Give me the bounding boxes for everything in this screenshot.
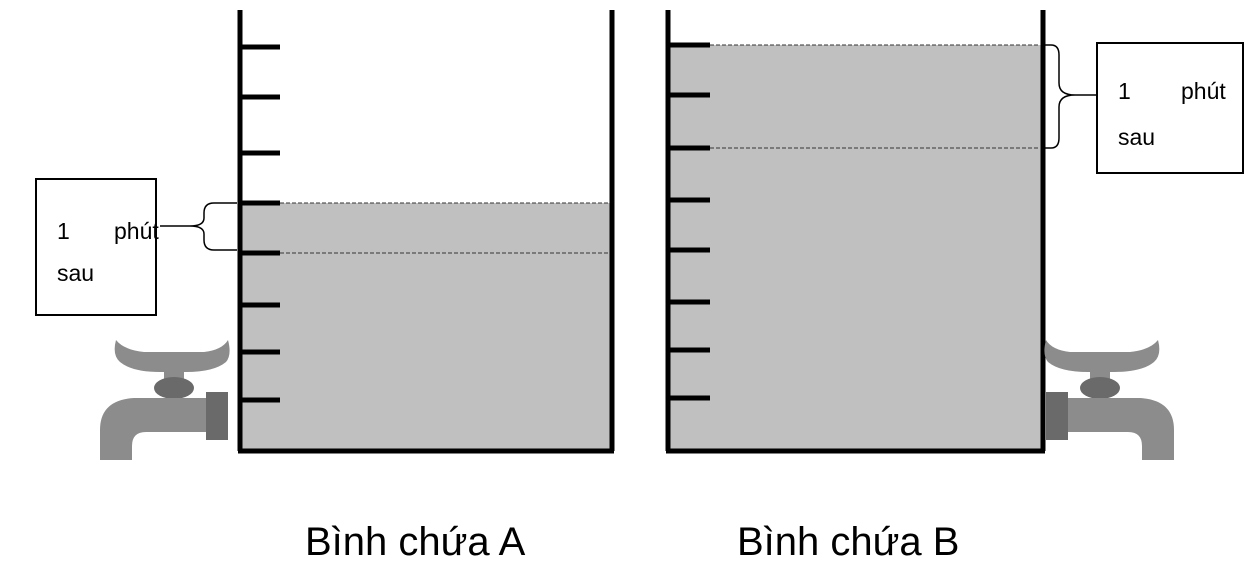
note-a-line2: sau xyxy=(57,260,95,286)
container-b xyxy=(665,10,1046,454)
tap-bonnet-b xyxy=(1080,377,1120,399)
brace-a xyxy=(160,202,237,251)
note-box-a: 1 phút sau xyxy=(35,178,159,316)
water-a xyxy=(240,203,612,451)
caption-container-a: Bình chứa A xyxy=(305,520,526,564)
tap-connector-a xyxy=(206,392,228,440)
tap-bonnet-a xyxy=(154,377,194,399)
tap-connector-b xyxy=(1046,392,1068,440)
note-b-word: phút xyxy=(1181,78,1226,104)
note-a-word: phút xyxy=(114,218,159,244)
tap-body-b xyxy=(1044,340,1174,460)
note-b-line2: sau xyxy=(1118,124,1156,150)
brace-path-b xyxy=(1043,44,1096,149)
water-b xyxy=(668,45,1043,451)
note-box-b: 1 phút sau xyxy=(1096,42,1244,174)
container-a xyxy=(237,10,615,454)
tap-spout-b xyxy=(1060,398,1174,460)
note-b-number: 1 xyxy=(1118,78,1131,104)
brace-b xyxy=(1043,44,1096,149)
water-tap-icon-a xyxy=(100,340,230,460)
brace-path-a xyxy=(160,202,237,251)
tap-handle-a xyxy=(114,340,230,372)
tap-body-a xyxy=(100,340,230,460)
tap-spout-a xyxy=(100,398,214,460)
water-tap-icon-b xyxy=(1044,340,1174,460)
caption-container-b: Bình chứa B xyxy=(737,520,960,564)
note-a-number: 1 xyxy=(57,218,70,244)
tap-handle-b xyxy=(1044,340,1160,372)
